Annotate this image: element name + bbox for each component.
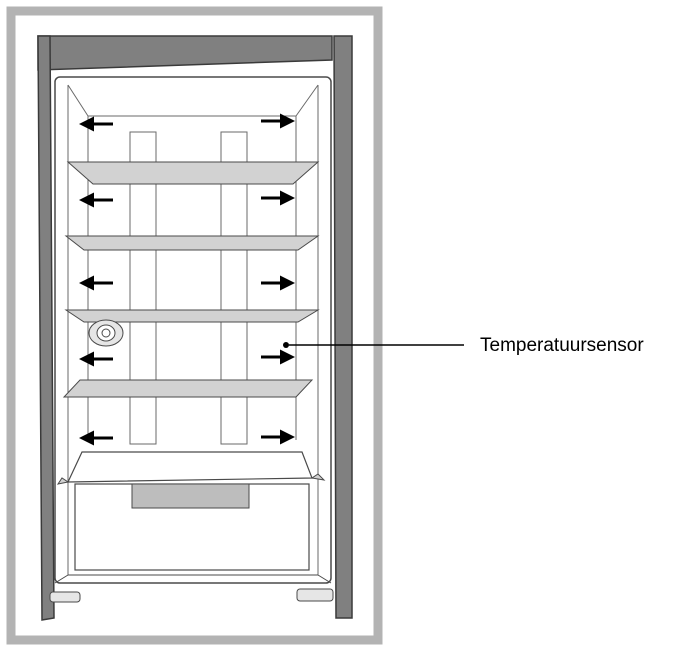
drawer-cover-right-tab [310, 473, 326, 481]
airflow-arrows-left [79, 116, 113, 446]
drawer-handle-panel [131, 483, 250, 509]
shelf-3 [64, 309, 320, 323]
airflow-arrows-right [261, 113, 295, 445]
callout-label: Temperatuursensor [480, 335, 644, 356]
shelf-1 [66, 161, 320, 185]
cabinet-floor [54, 574, 332, 584]
drawer-cover-left-tab [56, 477, 70, 485]
shelf-4 [62, 379, 314, 398]
shelf-2 [64, 235, 320, 251]
drawer-cover [67, 451, 313, 483]
right-door-edge [333, 35, 353, 619]
left-door-edge [37, 35, 55, 621]
bottom-hinge-left [49, 591, 81, 603]
sensor-knob [88, 319, 124, 347]
crisper-drawer [74, 483, 310, 571]
bottom-hinge-right [296, 588, 334, 602]
sensor-point [283, 342, 289, 348]
